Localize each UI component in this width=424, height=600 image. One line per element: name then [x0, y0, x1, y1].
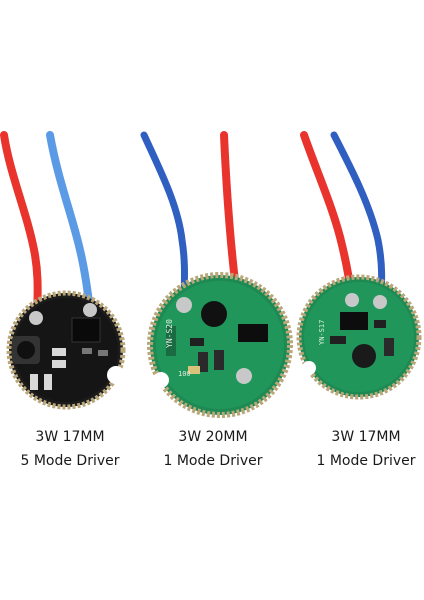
svg-text:YN-S20: YN-S20 [165, 319, 174, 348]
chip [238, 324, 268, 342]
blue-wire-2 [140, 131, 188, 309]
caption-size: 3W 17MM [35, 429, 105, 445]
caption-driver-2: 3W 20MM 1 Mode Driver [143, 425, 283, 473]
caption-mode: 1 Mode Driver [163, 453, 263, 469]
svg-text:YN-S17: YN-S17 [318, 320, 326, 345]
chip [71, 317, 101, 343]
caption-driver-1: 3W 17MM 5 Mode Driver [0, 425, 140, 473]
svg-text:100: 100 [178, 370, 191, 378]
caption-driver-3: 3W 17MM 1 Mode Driver [296, 425, 424, 473]
driver-board-2: 100 YN-S20 [140, 131, 293, 418]
driver-board-1 [0, 131, 126, 410]
red-wire-1 [0, 131, 42, 324]
caption-size: 3W 20MM [178, 429, 248, 445]
inductor [201, 301, 227, 327]
light-blue-wire-1 [46, 131, 94, 314]
caption-mode: 1 Mode Driver [316, 453, 416, 469]
caption-mode: 5 Mode Driver [20, 453, 120, 469]
caption-size: 3W 17MM [331, 429, 401, 445]
chip [340, 312, 368, 330]
inductor [352, 344, 376, 368]
driver-board-3: YN-S17 [296, 131, 422, 400]
